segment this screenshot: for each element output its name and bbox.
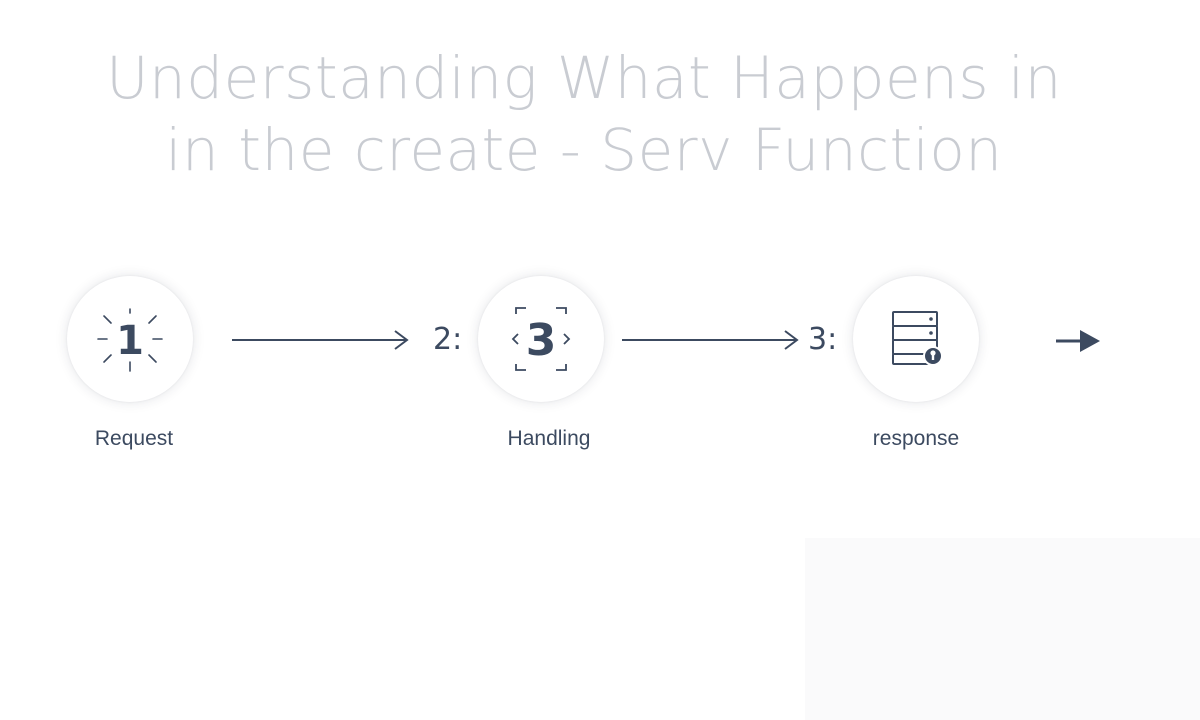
step-2-prefix: 2:: [433, 322, 463, 357]
step-2-badge: 3: [526, 315, 557, 366]
diagram-title: Understanding What Happens in in the cre…: [0, 42, 1168, 186]
step-3-circle: [853, 276, 979, 402]
step-3-prefix: 3:: [808, 322, 838, 357]
bracketed-number-icon: 3: [511, 307, 571, 371]
arrow-1-to-2: [232, 330, 409, 350]
step-1-circle: 1: [67, 276, 193, 402]
step-1-badge: 1: [116, 318, 144, 364]
step-2-caption: Handling: [507, 427, 591, 450]
step-3-caption: response: [872, 427, 960, 450]
faded-background-panel: [805, 538, 1200, 720]
burst-number-icon: 1: [97, 308, 163, 372]
server-icon: [892, 311, 943, 366]
arrow-2-to-3: [622, 330, 799, 350]
title-line-2: in the create - Serv Function: [165, 116, 1003, 184]
step-1-caption: Request: [94, 427, 174, 450]
trailing-arrow: [1056, 330, 1100, 352]
step-2-circle: 3: [478, 276, 604, 402]
title-line-1: Understanding What Happens in: [106, 44, 1062, 112]
